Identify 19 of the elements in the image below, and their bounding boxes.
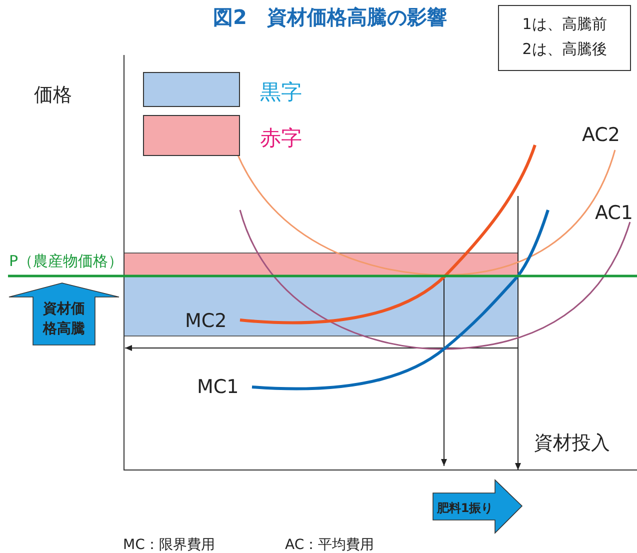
right-arrow xyxy=(433,480,523,533)
arrow-label: 肥料1振り xyxy=(436,500,494,517)
note-label: 1は、高騰前 xyxy=(521,14,608,35)
footnote: AC：平均費用 xyxy=(285,536,374,553)
curve-label: MC2 xyxy=(185,310,227,332)
curve-label: AC2 xyxy=(582,124,620,146)
footnote: MC：限界費用 xyxy=(123,536,215,553)
legend-label: 黒字 xyxy=(260,79,302,106)
curve-label: MC1 xyxy=(197,376,239,398)
axis-label: 資材投入 xyxy=(534,431,610,456)
axis-label: 価格 xyxy=(34,83,72,108)
arrow-label: 資材価格高騰 xyxy=(42,300,86,339)
legend-label: 赤字 xyxy=(260,125,302,152)
curve-label: AC1 xyxy=(595,202,634,224)
title: 図2 資材価格高騰の影響 xyxy=(212,4,448,31)
up-arrow xyxy=(9,283,119,346)
price-label: P（農産物価格） xyxy=(9,252,124,271)
note-box xyxy=(498,5,631,71)
note-label: 2は、高騰後 xyxy=(521,39,608,60)
